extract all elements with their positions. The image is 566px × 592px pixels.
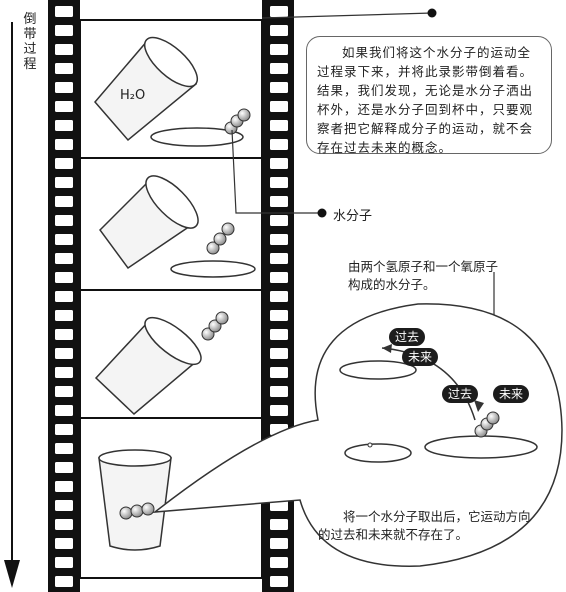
trajectory-arrowhead xyxy=(382,344,392,353)
molecule-frame-4 xyxy=(119,502,155,520)
sprocket-hole xyxy=(270,405,288,416)
bubble-puddle-right xyxy=(424,435,538,459)
bottom-explanation: 将一个水分子取出后，它运动方向的过去和未来就不存在了。 xyxy=(318,509,531,542)
sprocket-hole xyxy=(270,177,288,188)
water-molecule-connector xyxy=(231,129,322,214)
bubble-molecule xyxy=(474,411,500,438)
note-connector-dot xyxy=(427,8,437,18)
sprocket-hole xyxy=(270,291,288,302)
sprocket-hole xyxy=(55,424,73,435)
note-connector xyxy=(261,12,433,19)
sprocket-hole xyxy=(270,272,288,283)
sprocket-hole xyxy=(55,6,73,17)
sprocket-hole xyxy=(55,405,73,416)
sprocket-hole xyxy=(270,25,288,36)
sprocket-hole xyxy=(270,101,288,112)
sprocket-hole xyxy=(55,101,73,112)
bubble-drop xyxy=(367,442,373,448)
sprocket-hole xyxy=(55,139,73,150)
bubble-puddle-left xyxy=(344,443,412,463)
molecule-frame-2 xyxy=(206,222,235,255)
sprocket-hole xyxy=(55,519,73,530)
h2o-label: H₂O xyxy=(120,88,146,103)
sprocket-hole xyxy=(55,443,73,454)
sprocket-hole xyxy=(55,481,73,492)
sprocket-hole xyxy=(55,291,73,302)
sprocket-hole xyxy=(270,348,288,359)
sprocket-hole xyxy=(55,367,73,378)
sprocket-hole xyxy=(270,329,288,340)
sprocket-hole xyxy=(270,557,288,568)
sprocket-hole xyxy=(55,82,73,93)
rewind-label: 倒带过程 xyxy=(23,12,37,72)
sprocket-hole xyxy=(270,6,288,17)
explanation-note: 如果我们将这个水分子的运动全过程录下来，并将此录影带倒着看。结果，我们发现，无论… xyxy=(306,36,552,155)
sprocket-hole xyxy=(55,120,73,131)
sprocket-hole xyxy=(55,557,73,568)
sprocket-hole xyxy=(270,386,288,397)
cup-frame-3 xyxy=(94,316,202,416)
sprocket-hole xyxy=(270,253,288,264)
sprocket-hole xyxy=(270,139,288,150)
sprocket-hole xyxy=(55,576,73,587)
puddle-frame-2 xyxy=(170,260,256,278)
future-tag-2: 未来 xyxy=(493,385,530,403)
sprocket-hole xyxy=(55,329,73,340)
sprocket-hole xyxy=(55,386,73,397)
sprocket-hole xyxy=(55,272,73,283)
sprocket-hole xyxy=(55,215,73,226)
sprocket-hole xyxy=(270,576,288,587)
past-tag-2: 过去 xyxy=(442,385,479,403)
sprocket-hole xyxy=(55,462,73,473)
sprocket-hole xyxy=(270,120,288,131)
molecule-description: 由两个氢原子和一个氧原子构成的水分子。 xyxy=(348,259,499,292)
sprocket-hole xyxy=(55,234,73,245)
sprocket-hole xyxy=(55,310,73,321)
sprocket-hole xyxy=(55,538,73,549)
sprocket-hole xyxy=(270,196,288,207)
water-molecule-label: 水分子 xyxy=(333,209,373,224)
sprocket-hole xyxy=(55,25,73,36)
sprocket-hole xyxy=(270,310,288,321)
sprocket-hole xyxy=(55,177,73,188)
future-tag-1: 未来 xyxy=(402,348,439,366)
sprocket-hole xyxy=(270,63,288,74)
sprocket-hole xyxy=(55,253,73,264)
puddle-frame-1 xyxy=(150,127,244,147)
sprocket-hole xyxy=(270,519,288,530)
sprocket-hole xyxy=(55,44,73,55)
glass-frame-4 xyxy=(98,449,172,551)
sprocket-hole xyxy=(270,538,288,549)
water-molecule-dot xyxy=(317,208,327,218)
bubble-puddle-top xyxy=(339,360,417,380)
sprocket-hole xyxy=(270,158,288,169)
sprocket-hole xyxy=(270,82,288,93)
molecule-frame-3 xyxy=(201,311,229,341)
sprocket-hole xyxy=(55,348,73,359)
sprocket-hole xyxy=(55,158,73,169)
magnify-bubble xyxy=(152,303,563,567)
time-arrow-head xyxy=(4,560,20,588)
sprocket-hole xyxy=(55,196,73,207)
molecule-frame-1 xyxy=(224,108,251,135)
trajectory-arrowhead-lower xyxy=(474,400,484,412)
sprocket-hole xyxy=(270,215,288,226)
sprocket-hole xyxy=(55,500,73,511)
past-tag-1: 过去 xyxy=(389,328,426,346)
sprocket-hole xyxy=(55,63,73,74)
sprocket-hole xyxy=(270,367,288,378)
cup-frame-2 xyxy=(99,175,199,270)
sprocket-hole xyxy=(270,234,288,245)
sprocket-hole xyxy=(270,44,288,55)
trajectory-arc xyxy=(381,347,476,421)
cup-frame-1 xyxy=(94,36,199,142)
